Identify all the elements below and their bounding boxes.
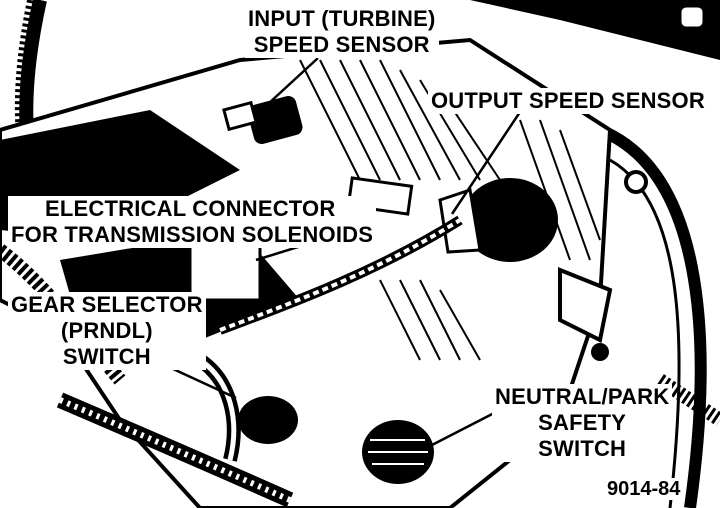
- electrical-connector-line-2: FOR TRANSMISSION SOLENOIDS: [11, 222, 374, 247]
- shift-cable: [56, 392, 294, 508]
- bell-housing-curve: [597, 124, 707, 508]
- leader-neutral-park: [429, 408, 501, 448]
- input-speed-sensor-line-2: SPEED SENSOR: [253, 32, 430, 57]
- neutral-park-line-2: SAFETY: [538, 410, 627, 435]
- prndl-switch-body: [238, 396, 298, 444]
- leader-output-sensor: [450, 111, 522, 215]
- figure-number: 9014-84: [604, 478, 684, 500]
- gear-selector-lever-hi: [198, 357, 237, 461]
- input-speed-sensor-label: INPUT (TURBINE) SPEED SENSOR: [245, 6, 439, 58]
- side-bolt: [591, 343, 609, 361]
- solenoid-connector: [188, 238, 262, 302]
- case-shading: [299, 59, 601, 361]
- neutral-park-line-1: NEUTRAL/PARK: [495, 384, 670, 409]
- neutral-park-switch-label: NEUTRAL/PARK SAFETY SWITCH: [492, 384, 673, 462]
- gear-selector-line-3: SWITCH: [62, 344, 151, 369]
- output-sensor-body: [462, 178, 558, 262]
- leader-input-sensor: [267, 57, 319, 105]
- gear-selector-line-2: (PRNDL): [60, 318, 153, 343]
- electrical-connector-line-1: ELECTRICAL CONNECTOR: [45, 196, 336, 221]
- bolt-top-right: [678, 4, 706, 30]
- neutral-park-switch-hatch: [368, 439, 428, 465]
- wiring-harness-core: [219, 218, 462, 332]
- neutral-park-line-3: SWITCH: [538, 436, 627, 461]
- housing-top-right: [470, 0, 720, 60]
- electrical-connector-label: ELECTRICAL CONNECTOR FOR TRANSMISSION SO…: [8, 196, 377, 248]
- input-sensor-tip: [222, 100, 258, 132]
- input-sensor-body: [247, 96, 303, 144]
- side-bracket: [558, 267, 613, 343]
- input-speed-sensor-line-1: INPUT (TURBINE): [248, 6, 436, 31]
- output-speed-sensor-label: OUTPUT SPEED SENSOR: [428, 88, 708, 114]
- gear-selector-line-1: GEAR SELECTOR: [11, 292, 203, 317]
- upper-bolt: [624, 170, 648, 194]
- gear-selector-switch-label: GEAR SELECTOR (PRNDL) SWITCH: [8, 292, 206, 370]
